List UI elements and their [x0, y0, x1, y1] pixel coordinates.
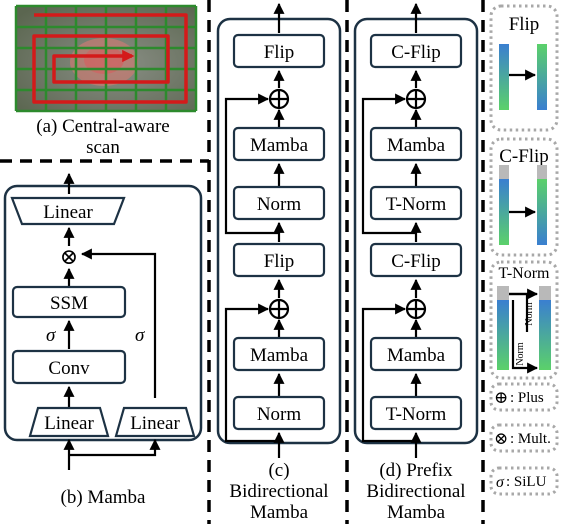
legend-flip-input-bar	[499, 44, 509, 110]
legend-tnorm-title: T-Norm	[499, 265, 551, 282]
panel-a-caption-line1: (a) Central-aware	[36, 116, 169, 137]
tnorm-bottom-label: T-Norm	[386, 404, 447, 425]
tnorm-top-block	[369, 185, 463, 221]
legend-cflip: C-Flip	[489, 137, 559, 257]
flip-top-label: Flip	[264, 42, 295, 63]
cflip-bottom-label: C-Flip	[391, 251, 441, 272]
legend-plus-text: : Plus	[510, 390, 544, 406]
legend-silu: σ : SiLU	[489, 466, 559, 496]
legend-mult-text: : Mult.	[510, 431, 551, 447]
mamba-bottom-block-d	[369, 336, 463, 372]
ssm-label: SSM	[50, 293, 88, 314]
legend-tnorm-norm-label-2: Norm	[515, 342, 526, 366]
panel-c-bidirectional-mamba: Flip Mamba Norm Flip Mamba Norm	[216, 2, 342, 458]
flip-bottom-label: Flip	[264, 251, 295, 272]
legend-flip-output-bar	[537, 44, 547, 110]
panel-d-caption-line2: Bidirectional	[366, 481, 465, 502]
legend-cflip-input-bar	[499, 179, 509, 245]
linear-right-label: Linear	[130, 413, 180, 434]
mamba-top-block	[232, 126, 326, 162]
legend-flip: Flip	[489, 4, 559, 132]
linear-left-block	[28, 406, 110, 438]
panel-d-caption-line3: Mamba	[387, 502, 446, 523]
legend-mult: ⊗ : Mult.	[489, 423, 559, 453]
cflip-bottom-block	[369, 242, 463, 278]
legend-silu-symbol: σ	[496, 474, 505, 491]
legend-plus-symbol: ⊕	[494, 388, 508, 407]
legend-tnorm: T-Norm Norm Norm	[489, 260, 559, 380]
flip-top-block	[232, 33, 326, 69]
mamba-top-block-d	[369, 126, 463, 162]
flip-bottom-block	[232, 242, 326, 278]
mamba-bottom-label-d: Mamba	[387, 345, 446, 366]
norm-bottom-label: Norm	[257, 404, 302, 425]
sigma-left: σ	[46, 325, 56, 346]
linear-left-label: Linear	[44, 413, 94, 434]
legend-flip-title: Flip	[509, 14, 540, 35]
norm-top-block	[232, 185, 326, 221]
legend-tnorm-input-bar	[497, 300, 509, 370]
sigma-right: σ	[135, 325, 145, 346]
panel-c-caption-line1: (c)	[268, 460, 289, 481]
legend-cflip-output-bar	[537, 179, 547, 245]
legend-tnorm-output-bar	[539, 300, 551, 370]
legend-tnorm-prefix-in	[497, 286, 509, 300]
legend-silu-text: : SiLU	[506, 474, 547, 490]
panel-a-caption-line2: scan	[86, 137, 120, 158]
linear-top-label: Linear	[43, 202, 93, 223]
mamba-top-label-d: Mamba	[387, 135, 446, 156]
mamba-bottom-block	[232, 336, 326, 372]
panel-c-caption-line2: Bidirectional	[229, 481, 328, 502]
conv-block	[11, 349, 127, 385]
conv-label: Conv	[48, 358, 90, 379]
cflip-top-label: C-Flip	[391, 42, 441, 63]
panel-d-prefix-bidirectional-mamba: C-Flip Mamba T-Norm C-Flip Mamba T-Norm	[353, 2, 479, 458]
legend-tnorm-prefix-out	[539, 286, 551, 300]
ssm-block	[11, 285, 127, 319]
linear-right-block	[114, 406, 196, 438]
mamba-top-label: Mamba	[250, 135, 309, 156]
panel-b-mamba: Linear ⊗ σ SSM σ Conv Linear Linear	[3, 172, 203, 470]
mult-symbol: ⊗	[60, 244, 78, 269]
tnorm-bottom-block	[369, 395, 463, 431]
cflip-top-block	[369, 33, 463, 69]
central-aware-scan-image	[14, 4, 198, 113]
norm-top-label: Norm	[257, 194, 302, 215]
panel-d-caption-line1: (d) Prefix	[379, 460, 453, 481]
mamba-bottom-label: Mamba	[250, 345, 309, 366]
legend-tnorm-norm-label-1: Norm	[524, 302, 535, 326]
legend-plus: ⊕ : Plus	[489, 382, 559, 412]
tnorm-top-label: T-Norm	[386, 194, 447, 215]
norm-bottom-block	[232, 395, 326, 431]
legend-mult-symbol: ⊗	[494, 429, 508, 448]
panel-b-caption: (b) Mamba	[61, 487, 147, 508]
legend-cflip-title: C-Flip	[499, 146, 549, 167]
panel-c-caption-line3: Mamba	[250, 502, 309, 523]
legend-cflip-prefix-in	[499, 165, 509, 179]
linear-top-block	[10, 196, 126, 226]
legend-cflip-prefix-out	[537, 165, 547, 179]
